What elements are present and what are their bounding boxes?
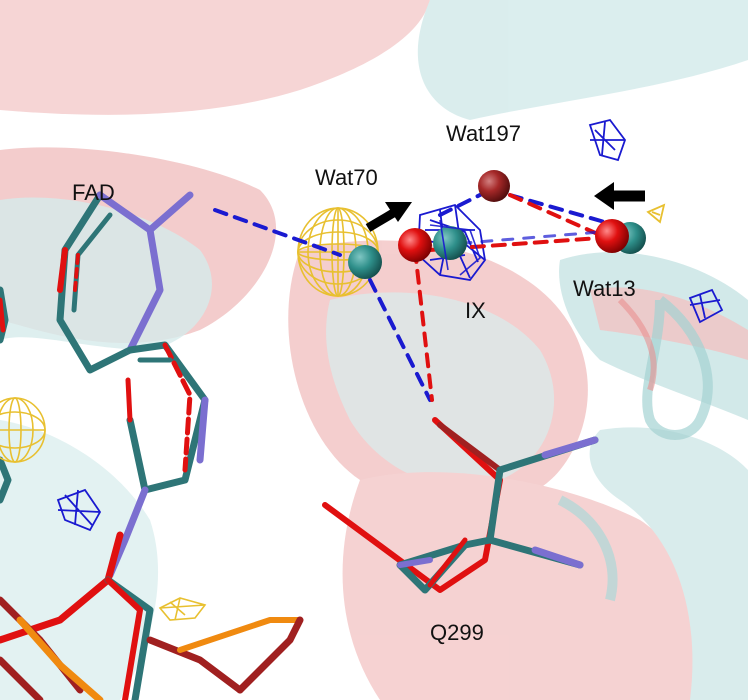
arrow-wat13-icon [594,182,645,210]
ix-sphere-red [398,228,432,262]
ribbon-bottom-pink [342,472,708,700]
label-wat13: Wat13 [573,276,636,301]
fad-phosphate-right-dark [236,616,304,694]
ribbon-center-teal [326,292,555,487]
fad-ring-lower [126,341,209,494]
ix-sphere-teal [433,226,467,260]
fad-ring-left-red-accent [57,247,68,293]
q299-residue [322,417,599,594]
ribbon-helix-swirl-red [617,297,657,391]
yellow-density-mesh-left [0,397,46,463]
fad-ribityl-branch-red [105,577,143,700]
label-wat197: Wat197 [446,121,521,146]
dash-wat197-to-wat13-blue [508,193,617,227]
fad-ring-lower-purple [196,396,209,464]
ribbon-bottom-right-teal [589,427,748,700]
wat13-sphere-red [595,219,629,253]
fad-molecule [0,191,304,700]
fad-left-lower-chain [0,456,12,504]
atom-spheres [348,170,646,279]
labels: FAD Wat70 Wat197 Wat13 IX Q299 [72,121,636,645]
dash-ix-to-q299-red [413,248,434,402]
q299-ring-red [427,537,468,588]
wat197-sphere [478,170,510,202]
fad-ring-left-purple [96,191,164,354]
arrow-wat70-icon [365,202,412,232]
movement-arrows [365,182,645,232]
blue-density-mesh-top-right [588,118,627,162]
fad-phosphate-dark [0,656,44,700]
label-fad: FAD [72,180,115,205]
blue-density-mesh-right [688,288,724,324]
dash-wat70-to-q299-blue [368,278,432,402]
ribbon-right-pink [590,287,748,360]
label-ix: IX [465,298,486,323]
q299-sidechain-purple [541,436,599,459]
fad-phosphate-right [146,636,244,694]
wat70-sphere [348,245,382,279]
fad-ring-left [56,191,134,374]
fad-left-edge-red [0,297,6,333]
ribbon-lower-swirl [557,495,618,602]
blue-density-mesh-ix-front [429,219,481,276]
q299-ring-teal [396,536,494,594]
q299-ring-purple [397,557,433,568]
yellow-density-mesh-wat13 [646,203,666,224]
ribbon-top-pink [0,0,430,115]
q299-backbone-dark [437,422,503,473]
dash-fad-to-wat70 [213,208,342,257]
blue-density-mesh-left [56,488,102,532]
fad-ring-inner-a-red [73,253,80,292]
ribbon-left-teal [0,197,212,350]
fad-phosphate-orange [16,616,104,700]
ribbon-top-right-teal [417,0,748,120]
fad-ring-lower-red [162,342,193,473]
label-q299: Q299 [430,620,484,645]
yellow-density-mesh-small-bottom [158,597,207,621]
fad-methyl-bond [146,191,194,234]
label-wat70: Wat70 [315,165,378,190]
dash-wat197-to-wat13-red [508,193,602,237]
fad-ring-lower-inner [125,377,133,423]
q299-chain-purple [531,546,584,569]
fad-phosphate-right-orange [177,617,303,653]
